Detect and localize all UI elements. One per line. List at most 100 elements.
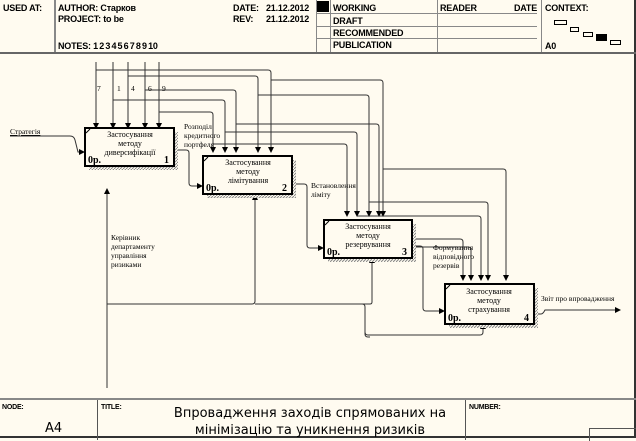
activity-box-1[interactable] xyxy=(84,127,178,170)
control-number: 9 xyxy=(162,84,166,93)
mechanism-arrow[interactable] xyxy=(107,194,258,305)
divider xyxy=(317,38,537,39)
activity-4-label-3: страхування xyxy=(468,305,510,314)
activity-3-label-2: методу xyxy=(356,231,380,240)
control-number: 7 xyxy=(97,84,101,93)
activity-4-number: 4 xyxy=(524,313,529,324)
input-arrow[interactable] xyxy=(10,135,85,155)
notes-value: 1 2 3 4 5 6 7 8 9 10 xyxy=(93,41,158,51)
control-arrow[interactable] xyxy=(271,79,386,217)
control-arrow[interactable] xyxy=(225,131,360,217)
activity-1-label-3: диверсифікації xyxy=(105,148,157,157)
status-publication: PUBLICATION xyxy=(333,40,392,50)
control-number: 6 xyxy=(148,84,152,93)
output3-label-2: відповідного xyxy=(433,252,474,261)
output1-label-3: портфеля xyxy=(184,140,215,149)
activity-1-label-1: Застосування xyxy=(107,130,153,139)
control-arrow[interactable] xyxy=(379,238,466,281)
mechanism-arrow[interactable] xyxy=(255,303,370,338)
control-arrow[interactable] xyxy=(383,168,509,281)
control-number: 4 xyxy=(131,84,135,93)
mechanism-arrow[interactable] xyxy=(364,323,486,336)
title-label: TITLE: xyxy=(101,404,122,411)
control-arrow[interactable] xyxy=(258,94,372,217)
output-arrow-3[interactable] xyxy=(412,245,445,314)
output1-label-1: Розподіл xyxy=(184,122,212,131)
divider xyxy=(541,0,542,52)
activity-box-2[interactable] xyxy=(202,155,296,198)
output-arrow-2[interactable] xyxy=(296,183,324,251)
reader-label: READER xyxy=(440,3,477,13)
mechanism-arrow[interactable] xyxy=(255,257,375,305)
activity-3-number: 3 xyxy=(402,247,407,258)
used-at-label: USED AT: xyxy=(3,3,42,13)
author-value: Старков xyxy=(100,3,136,13)
output2-label-1: Встановлення xyxy=(311,181,356,190)
activity-4-label-1: Застосування xyxy=(466,287,512,296)
control-arrow[interactable] xyxy=(128,75,261,153)
context-map xyxy=(554,20,621,45)
activity-3-label-1: Застосування xyxy=(345,222,391,231)
number-box xyxy=(589,428,636,441)
context-node: A0 xyxy=(545,41,557,51)
status-draft: DRAFT xyxy=(333,16,363,26)
project-label: PROJECT: xyxy=(58,14,101,24)
activity-4-cost: 0р. xyxy=(448,313,462,324)
output-arrow-4[interactable] xyxy=(535,307,621,315)
activity-1-cost: 0р. xyxy=(88,155,102,166)
rev-label: REV: xyxy=(233,14,254,24)
activity-3-cost: 0р. xyxy=(327,247,341,258)
node-value: A4 xyxy=(45,421,63,436)
title-line-1: Впровадження заходів спрямованих на xyxy=(173,406,447,421)
output3-label-3: резервів xyxy=(433,261,460,270)
project-field: PROJECT: to be xyxy=(58,14,124,24)
reader-date-label: DATE xyxy=(514,3,538,13)
activity-2-label-2: методу xyxy=(236,167,260,176)
divider xyxy=(317,13,537,14)
activity-2-label-3: лімітування xyxy=(228,176,269,185)
control-arrow[interactable] xyxy=(145,89,239,153)
output4-label: Звіт про впровадження xyxy=(541,294,615,303)
control-arrow[interactable] xyxy=(96,69,274,153)
number-label: NUMBER: xyxy=(469,404,501,411)
context-box-active xyxy=(596,34,607,41)
input-label: Стратегія xyxy=(10,127,41,136)
date-label: DATE: xyxy=(233,3,259,13)
control-arrow[interactable] xyxy=(159,111,216,153)
control-arrow[interactable] xyxy=(347,246,474,281)
activity-4-label-2: методу xyxy=(477,296,501,305)
output3-label-1: Формування xyxy=(433,243,474,252)
header-block: USED AT: AUTHOR: Старков PROJECT: to be … xyxy=(0,0,636,54)
control-arrow[interactable] xyxy=(113,99,228,153)
control-arrow[interactable] xyxy=(213,143,350,217)
rev-value: 21.12.2012 xyxy=(266,14,310,24)
activity-box-4[interactable] xyxy=(444,283,538,328)
notes-label: NOTES: xyxy=(58,41,91,51)
output-arrow-1[interactable] xyxy=(178,149,203,189)
activity-1-label-2: методу xyxy=(118,139,142,148)
node-label: NODE: xyxy=(2,404,24,411)
author-field: AUTHOR: Старков xyxy=(58,3,136,13)
activity-2-cost: 0р. xyxy=(206,183,220,194)
activity-1-number: 1 xyxy=(164,155,169,166)
status-recommended: RECOMMENDED xyxy=(333,28,404,38)
control-number: 1 xyxy=(117,84,121,93)
working-status-marker xyxy=(317,1,329,12)
control-arrow[interactable] xyxy=(236,123,382,217)
idef0-diagram: Застосування методу диверсифікації Засто… xyxy=(10,62,621,388)
divider xyxy=(54,0,56,52)
output2-label-2: ліміту xyxy=(311,190,331,199)
context-box xyxy=(554,20,567,25)
divider xyxy=(437,0,438,52)
control-arrow[interactable] xyxy=(357,215,484,281)
context-box xyxy=(570,27,579,32)
footer-block: NODE: A4 TITLE: NUMBER: xyxy=(0,398,636,441)
project-value: to be xyxy=(103,14,124,24)
activity-2-number: 2 xyxy=(282,183,287,194)
activity-box-3[interactable] xyxy=(323,219,416,262)
control-arrow[interactable] xyxy=(369,201,491,281)
status-working: WORKING xyxy=(333,3,377,13)
diagram-title: Впровадження заходів спрямованих на міні… xyxy=(160,405,460,439)
author-label: AUTHOR: xyxy=(58,3,99,13)
context-box xyxy=(583,32,593,37)
